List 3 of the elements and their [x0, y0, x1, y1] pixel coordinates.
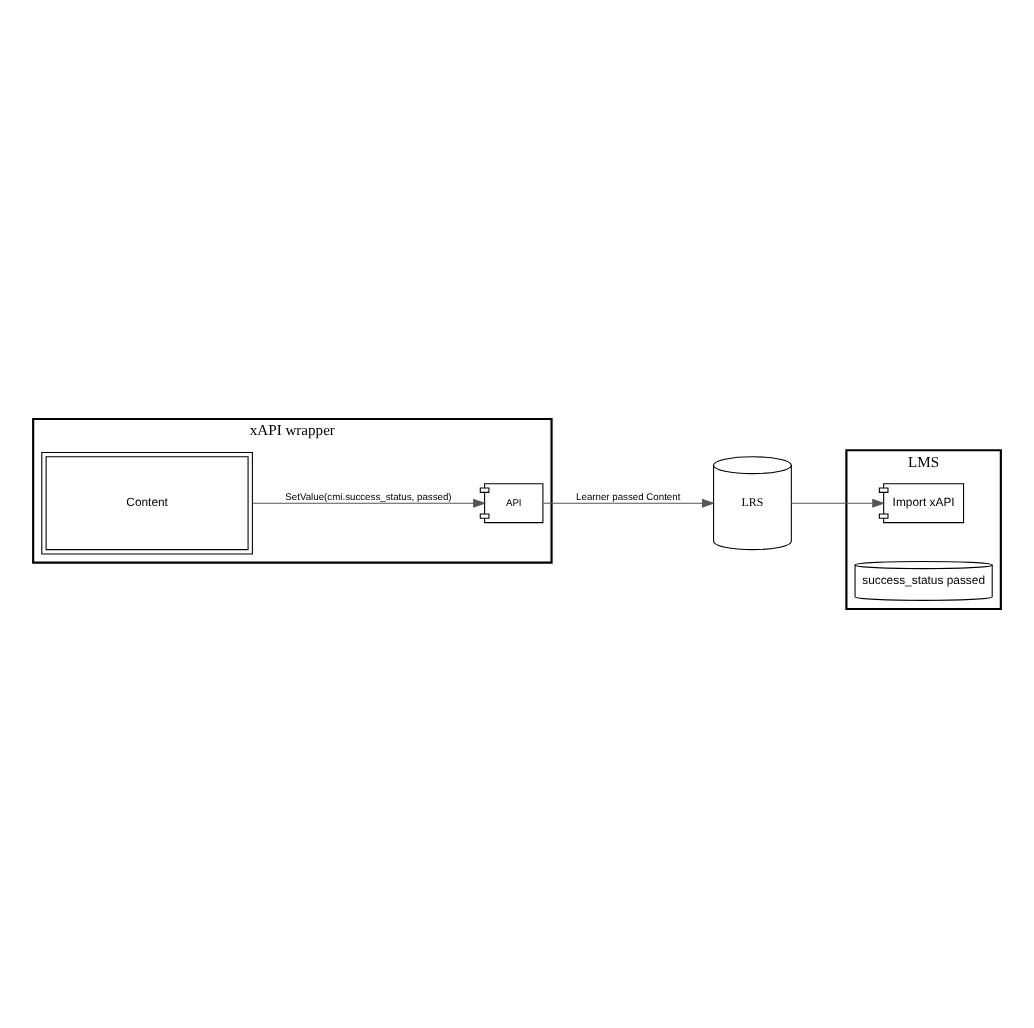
arrow [790, 498, 886, 508]
arrow [252, 498, 487, 508]
arrow [542, 498, 715, 508]
